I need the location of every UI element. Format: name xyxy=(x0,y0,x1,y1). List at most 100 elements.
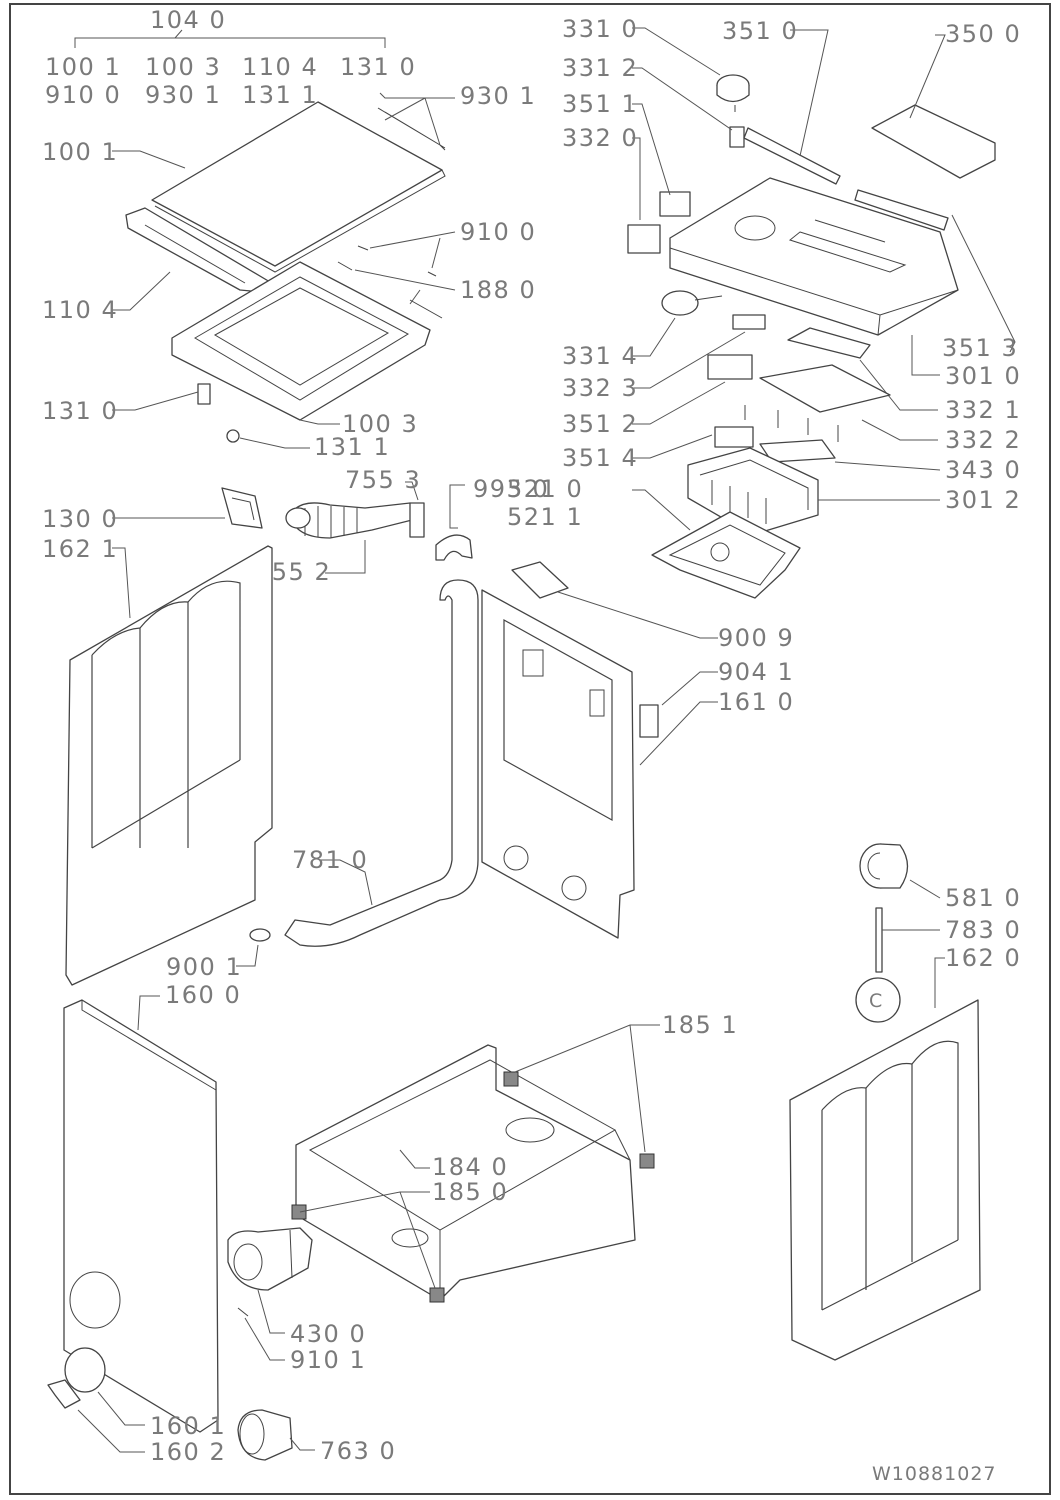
knob-indicator xyxy=(661,290,699,316)
label-351-3: 351 3 xyxy=(942,334,1018,362)
key-bar-332-2 xyxy=(759,364,891,413)
label-930-1: 930 1 xyxy=(460,82,536,110)
drain-hose xyxy=(284,579,479,947)
label-930-1-top: 930 1 xyxy=(145,81,221,109)
key-332-3 xyxy=(732,314,766,330)
label-993-0: 993 0 xyxy=(473,475,549,503)
label-131-0: 131 0 xyxy=(42,397,118,425)
label-521-1: 521 1 xyxy=(507,503,583,531)
key-332-0 xyxy=(627,224,661,254)
pump-group: 430 0 910 1 763 0 xyxy=(227,1227,396,1465)
label-755-3: 755 3 xyxy=(345,466,421,494)
label-162-0: 162 0 xyxy=(945,944,1021,972)
svg-text:C: C xyxy=(869,990,883,1012)
foot-b xyxy=(639,1153,655,1169)
cap-900-1 xyxy=(249,928,271,942)
pin-188-0 xyxy=(337,261,443,319)
label-910-0: 910 0 xyxy=(460,218,536,246)
key-351-4 xyxy=(714,426,754,448)
filter-group: 581 0 783 0 C xyxy=(855,843,1021,1023)
right-side-panel xyxy=(789,999,981,1361)
drain-pump xyxy=(227,1227,313,1291)
side-right-group: 162 0 xyxy=(789,944,1021,1361)
label-100-1-top: 100 1 xyxy=(45,53,121,81)
label-100-3: 100 3 xyxy=(342,410,418,438)
label-131-1: 131 1 xyxy=(314,433,390,461)
label-184-0: 184 0 xyxy=(432,1153,508,1181)
label-131-0-top: 131 0 xyxy=(340,53,416,81)
coin-icon xyxy=(855,977,901,1023)
label-100-3-top: 100 3 xyxy=(145,53,221,81)
door-switch xyxy=(221,487,263,529)
label-332-2: 332 2 xyxy=(945,426,1021,454)
filter-door xyxy=(64,1347,106,1393)
display-board xyxy=(871,104,996,179)
emergency-rod xyxy=(875,907,883,973)
drawing-number: W10881027 xyxy=(872,1463,997,1485)
top-cover-group: 104 0 100 1 100 3 110 4 131 0 910 0 930 … xyxy=(42,6,536,461)
label-331-0: 331 0 xyxy=(562,15,638,43)
label-110-4: 110 4 xyxy=(42,296,118,324)
label-331-4: 331 4 xyxy=(562,342,638,370)
lid-spring xyxy=(226,429,240,443)
control-console xyxy=(669,177,959,336)
label-351-0: 351 0 xyxy=(722,17,798,45)
label-130-0: 130 0 xyxy=(42,505,118,533)
label-100-1: 100 1 xyxy=(42,138,118,166)
filter-door-hinge xyxy=(47,1379,81,1409)
main-board-301-2 xyxy=(687,447,819,536)
label-185-0: 185 0 xyxy=(432,1178,508,1206)
label-161-0: 161 0 xyxy=(718,688,794,716)
base-frame xyxy=(295,1044,636,1301)
label-332-3: 332 3 xyxy=(562,374,638,402)
label-783-0: 783 0 xyxy=(945,916,1021,944)
knob-shaft xyxy=(729,126,745,148)
label-763-0: 763 0 xyxy=(320,1437,396,1465)
clip-904-1 xyxy=(639,704,659,738)
label-332-1: 332 1 xyxy=(945,396,1021,424)
foot-c xyxy=(291,1204,307,1220)
foot-a xyxy=(503,1071,519,1087)
sheet-border xyxy=(9,3,1051,1495)
top-frame xyxy=(171,261,431,421)
label-351-1: 351 1 xyxy=(562,90,638,118)
label-188-0: 188 0 xyxy=(460,276,536,304)
back-panel xyxy=(481,589,635,939)
label-104-0: 104 0 xyxy=(150,6,226,34)
front-panel-group: 160 0 160 1 160 2 xyxy=(47,981,240,1466)
key-351-1 xyxy=(659,191,691,217)
led-strip-351-0 xyxy=(743,127,841,185)
label-351-2: 351 2 xyxy=(562,410,638,438)
lid-lock xyxy=(197,383,211,405)
pump-filter xyxy=(237,1409,293,1461)
screw-910-0 xyxy=(357,245,437,277)
label-110-4-top: 110 4 xyxy=(242,53,318,81)
buttons-332-1 xyxy=(787,327,871,359)
label-185-1: 185 1 xyxy=(662,1011,738,1039)
key-351-2 xyxy=(707,354,753,380)
base-frame-group: 185 1 184 0 185 0 xyxy=(291,1011,738,1303)
hose-clamp xyxy=(409,502,425,538)
label-331-2: 331 2 xyxy=(562,54,638,82)
label-332-0: 332 0 xyxy=(562,124,638,152)
label-350-0: 350 0 xyxy=(945,20,1021,48)
label-162-1: 162 1 xyxy=(42,535,118,563)
control-panel-group: 331 0 331 2 351 0 350 0 351 1 332 0 351 … xyxy=(507,15,1021,599)
left-side-panel xyxy=(65,545,273,986)
label-900-9: 900 9 xyxy=(718,624,794,652)
label-521-0: 521 0 xyxy=(507,475,583,503)
label-904-1: 904 1 xyxy=(718,658,794,686)
label-581-0: 581 0 xyxy=(945,884,1021,912)
led-strip-351-3 xyxy=(854,189,949,231)
label-910-0-top: 910 0 xyxy=(45,81,121,109)
filter-opening xyxy=(69,1271,121,1329)
board-tray xyxy=(651,511,801,599)
label-781-0: 781 0 xyxy=(292,846,368,874)
label-301-2: 301 2 xyxy=(945,486,1021,514)
side-left-group: 130 0 755 2 755 3 993 0 162 1 xyxy=(42,466,549,986)
back-panel-group: 781 0 900 9 904 1 161 0 900 1 xyxy=(166,561,794,981)
label-430-0: 430 0 xyxy=(290,1320,366,1348)
label-160-1: 160 1 xyxy=(150,1412,226,1440)
label-351-4: 351 4 xyxy=(562,444,638,472)
